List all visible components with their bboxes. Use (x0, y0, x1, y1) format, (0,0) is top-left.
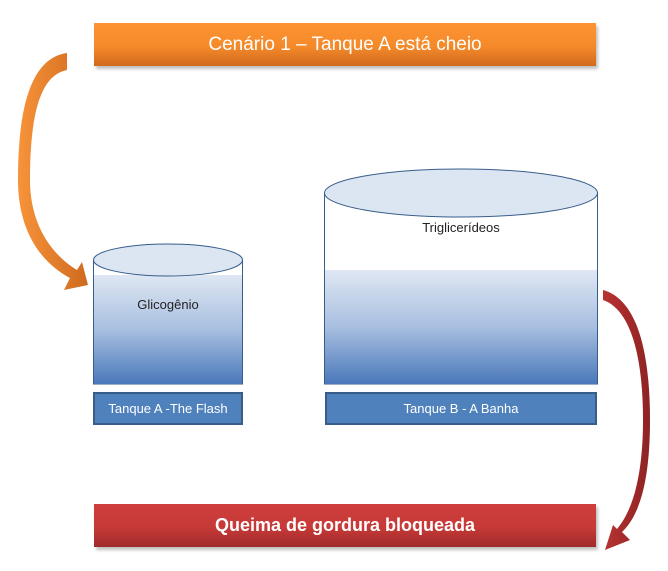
scenario-title-banner: Cenário 1 – Tanque A está cheio (94, 23, 596, 66)
result-banner: Queima de gordura bloqueada (94, 504, 596, 547)
curved-arrow-to-tank-a (18, 53, 88, 290)
tank-b-label: Tanque B - A Banha (325, 392, 597, 425)
tank-a-label: Tanque A -The Flash (93, 392, 243, 425)
tank-a-content-label: Glicogênio (137, 297, 199, 312)
curved-arrow-to-result (603, 290, 650, 550)
tank-b-content-label: Triglicerídeos (422, 220, 500, 235)
tank-a-cylinder (93, 243, 243, 385)
tank-b-cylinder (324, 168, 598, 385)
